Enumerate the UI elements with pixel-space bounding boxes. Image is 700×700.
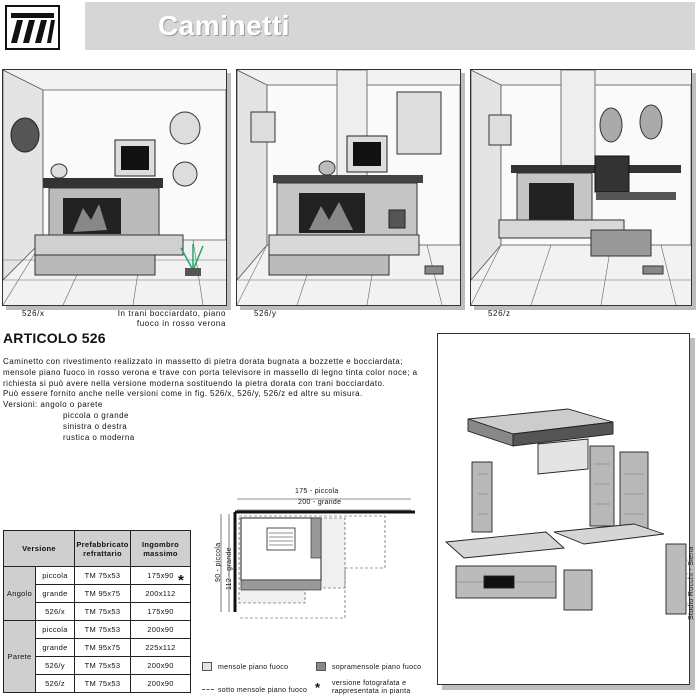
option-size: piccola o grande <box>63 410 129 420</box>
description-text: Caminetto con rivestimento realizzato in… <box>3 357 418 388</box>
legend-swatch-sopramensole <box>316 662 326 671</box>
option-side: sinistra o destra <box>63 421 128 431</box>
logo-mark-icon <box>11 13 55 43</box>
legend-swatch-sotto <box>202 689 214 695</box>
header-version: Versione <box>3 530 75 567</box>
cell-variant: piccola <box>35 620 75 639</box>
cell-prefab: TM 95x75 <box>74 584 131 603</box>
dim-200: 200 - grande <box>298 499 342 506</box>
fireplace-photo-526y <box>236 69 461 306</box>
legend-sotto: sotto mensole piano fuoco <box>218 687 308 694</box>
cell-size: 200x90 <box>130 674 191 693</box>
cell-variant: piccola <box>35 566 75 585</box>
header-prefab: Prefabbricato refrattario <box>74 530 131 567</box>
fireplace-photo-526z <box>470 69 692 306</box>
photo-caption-code: 526/x <box>22 309 45 318</box>
legend-star-note: versione fotografata e rappresentata in … <box>332 680 411 695</box>
fireplace-illustration-icon <box>470 69 692 306</box>
fireplace-illustration-icon <box>2 69 227 306</box>
table-row: grande TM 95x75 200x112 <box>4 584 191 603</box>
versions-label: Versioni: angolo o parete <box>3 400 103 410</box>
cell-prefab: TM 75x53 <box>74 602 131 621</box>
brand-logo <box>5 5 60 50</box>
dim-112: 112 - grande <box>226 547 233 590</box>
legend-swatch-mensole <box>202 662 212 671</box>
table-row: Parete piccola TM 75x53 200x90 <box>3 620 191 693</box>
legend-mensole: mensole piano fuoco <box>218 664 289 671</box>
group-parete: Parete <box>3 620 36 693</box>
photo-caption-code: 526/z <box>488 309 511 318</box>
cell-size: 175x90 <box>130 602 191 621</box>
dim-175: 175 - piccola <box>295 488 339 495</box>
title-band <box>85 2 695 50</box>
cell-prefab: TM 75x53 <box>74 620 131 639</box>
article-description: Caminetto con rivestimento realizzato in… <box>3 357 418 443</box>
header-size: Ingombro massimo <box>130 530 191 567</box>
exploded-view-panel <box>437 333 690 685</box>
photo-credit: Studio Rocchi - Siena <box>688 546 695 620</box>
cell-prefab: TM 75x53 <box>74 566 131 585</box>
cell-variant: 526/z <box>35 674 75 693</box>
dim-90: 90 - piccola <box>215 542 222 582</box>
cell-size: 200x90 <box>130 656 191 675</box>
fireplace-photo-526x <box>2 69 227 306</box>
photographed-star-icon: * <box>178 572 184 589</box>
cell-variant: 526/x <box>35 602 75 621</box>
page-title: Caminetti <box>158 10 291 41</box>
article-heading: ARTICOLO 526 <box>3 330 106 346</box>
cell-prefab: TM 75x53 <box>74 674 131 693</box>
table-row: 526/z TM 75x53 200x90 <box>4 674 191 693</box>
table-row: Angolo piccola TM 75x53 175x90 <box>3 566 191 621</box>
floor-plan-icon <box>220 498 415 619</box>
versions-note: Può essere fornito anche nelle versioni … <box>3 389 363 399</box>
table-row: 526/x TM 75x53 175x90 <box>4 602 191 621</box>
fireplace-illustration-icon <box>236 69 461 306</box>
option-style: rustica o moderna <box>63 432 135 442</box>
exploded-fireplace-icon <box>444 408 687 615</box>
floor-plan <box>215 488 433 620</box>
cell-variant: grande <box>35 584 75 603</box>
table-header-row: Versione Prefabbricato refrattario Ingom… <box>3 530 191 567</box>
spec-table: Versione Prefabbricato refrattario Ingom… <box>3 530 191 693</box>
group-angolo: Angolo <box>3 566 36 621</box>
cell-size: 200x90 <box>130 620 191 639</box>
cell-prefab: TM 95x75 <box>74 638 131 657</box>
cell-variant: 526/y <box>35 656 75 675</box>
photo-caption-note: In trani bocciardato, piano fuoco in ros… <box>117 309 226 328</box>
photo-caption-code: 526/y <box>254 309 277 318</box>
legend-sopramensole: sopramensole piano fuoco <box>332 664 422 671</box>
table-row: 526/y TM 75x53 200x90 <box>4 656 191 675</box>
cell-size: 225x112 <box>130 638 191 657</box>
cell-prefab: TM 75x53 <box>74 656 131 675</box>
cell-variant: grande <box>35 638 75 657</box>
legend-star-icon: * <box>315 680 321 695</box>
